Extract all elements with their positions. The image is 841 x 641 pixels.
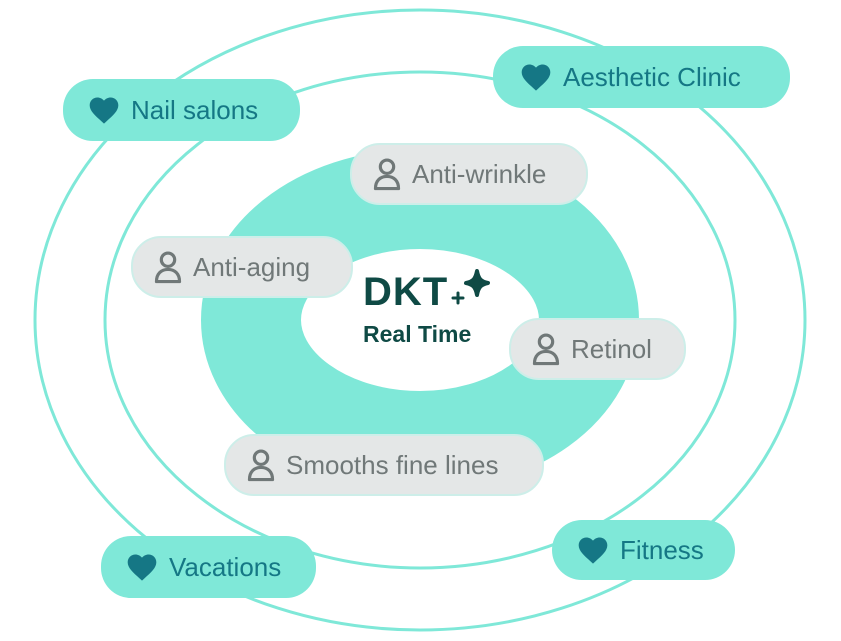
- heart-icon: [521, 64, 551, 91]
- concern-pill-anti-aging: Anti-aging: [131, 236, 353, 298]
- concern-label: Retinol: [571, 333, 652, 364]
- person-icon: [247, 449, 275, 482]
- person-icon: [373, 158, 401, 191]
- interest-pill-nail-salons: Nail salons: [63, 79, 300, 141]
- concern-label: Anti-aging: [193, 251, 311, 282]
- brand-name: DKT: [363, 270, 449, 314]
- concern-pill-retinol: Retinol: [509, 318, 686, 380]
- heart-icon: [578, 537, 608, 564]
- heart-icon: [89, 97, 119, 124]
- outer-orbit-ring: [33, 8, 807, 632]
- sparkle-icon: [451, 268, 491, 304]
- concern-label: Anti-wrinkle: [412, 158, 547, 189]
- interest-label: Vacations: [169, 551, 282, 582]
- heart-icon: [127, 554, 157, 581]
- center-logo: DKT Real Time: [363, 268, 513, 348]
- person-icon: [154, 251, 182, 284]
- interest-label: Aesthetic Clinic: [563, 61, 741, 92]
- concern-label: Smooths fine lines: [286, 449, 499, 480]
- person-icon: [532, 333, 560, 366]
- concern-pill-smooths-fine-lines: Smooths fine lines: [224, 434, 544, 496]
- interest-pill-aesthetic-clinic: Aesthetic Clinic: [493, 46, 790, 108]
- interest-label: Fitness: [620, 534, 704, 565]
- interest-pill-vacations: Vacations: [101, 536, 316, 598]
- brand-subtitle: Real Time: [363, 321, 472, 347]
- middle-orbit-ring: [103, 70, 737, 570]
- concern-pill-anti-wrinkle: Anti-wrinkle: [350, 143, 588, 205]
- interest-pill-fitness: Fitness: [552, 520, 735, 580]
- brand-row: DKT: [363, 268, 513, 315]
- interest-label: Nail salons: [131, 94, 259, 125]
